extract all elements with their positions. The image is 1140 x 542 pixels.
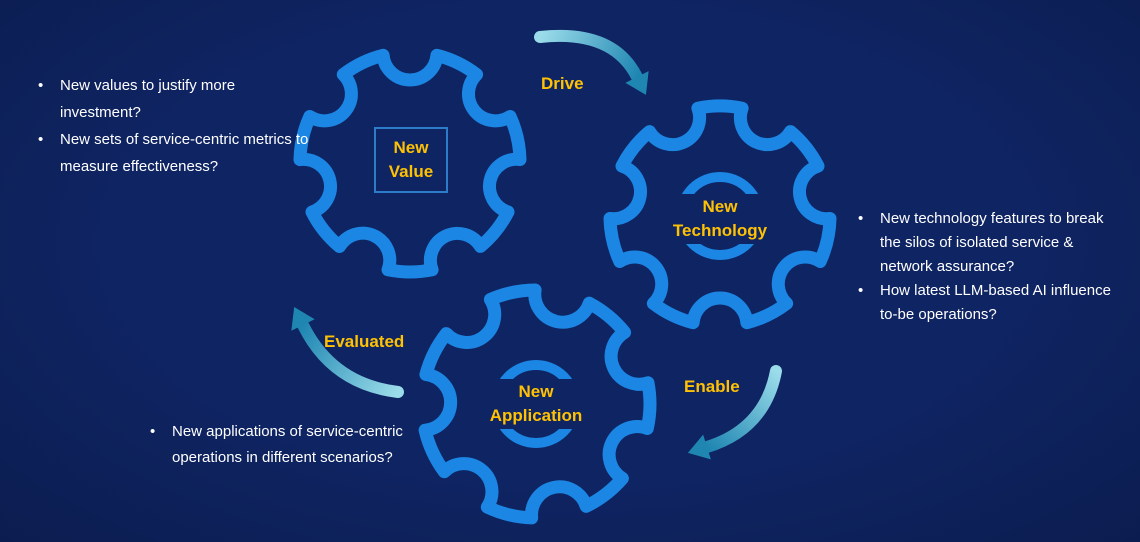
gear-label-line: Value <box>388 162 434 181</box>
note-item: How latest LLM-based AI influence to-be … <box>854 279 1120 327</box>
note-item: New applications of service-centric oper… <box>146 419 408 471</box>
new-technology-gear-label: New Technology <box>664 194 776 244</box>
gear-label-line: New <box>518 382 554 401</box>
new-technology-notes: New technology features to break the sil… <box>854 207 1120 327</box>
new-application-gear-label: New Application <box>475 379 597 429</box>
drive-arrow-icon <box>534 29 649 95</box>
note-item: New sets of service-centric metrics to m… <box>34 126 316 180</box>
new-application-notes: New applications of service-centric oper… <box>146 419 408 471</box>
gear-label-line: New <box>702 197 738 216</box>
note-item: New technology features to break the sil… <box>854 207 1120 279</box>
new-value-gear-icon <box>293 48 527 279</box>
enable-arrow-icon <box>687 365 782 460</box>
drive-arrow-label: Drive <box>541 74 584 93</box>
evaluated-arrow-label: Evaluated <box>324 332 405 351</box>
gear-label-line: Technology <box>672 221 768 240</box>
gear-label-line: New <box>393 138 429 157</box>
note-item: New values to justify more investment? <box>34 72 316 126</box>
gear-label-line: Application <box>489 406 583 425</box>
new-value-notes: New values to justify more investment? N… <box>34 72 316 180</box>
enable-arrow-label: Enable <box>684 377 740 396</box>
new-value-gear-label: New Value <box>374 127 448 193</box>
evaluated-arrow-icon <box>291 307 404 398</box>
